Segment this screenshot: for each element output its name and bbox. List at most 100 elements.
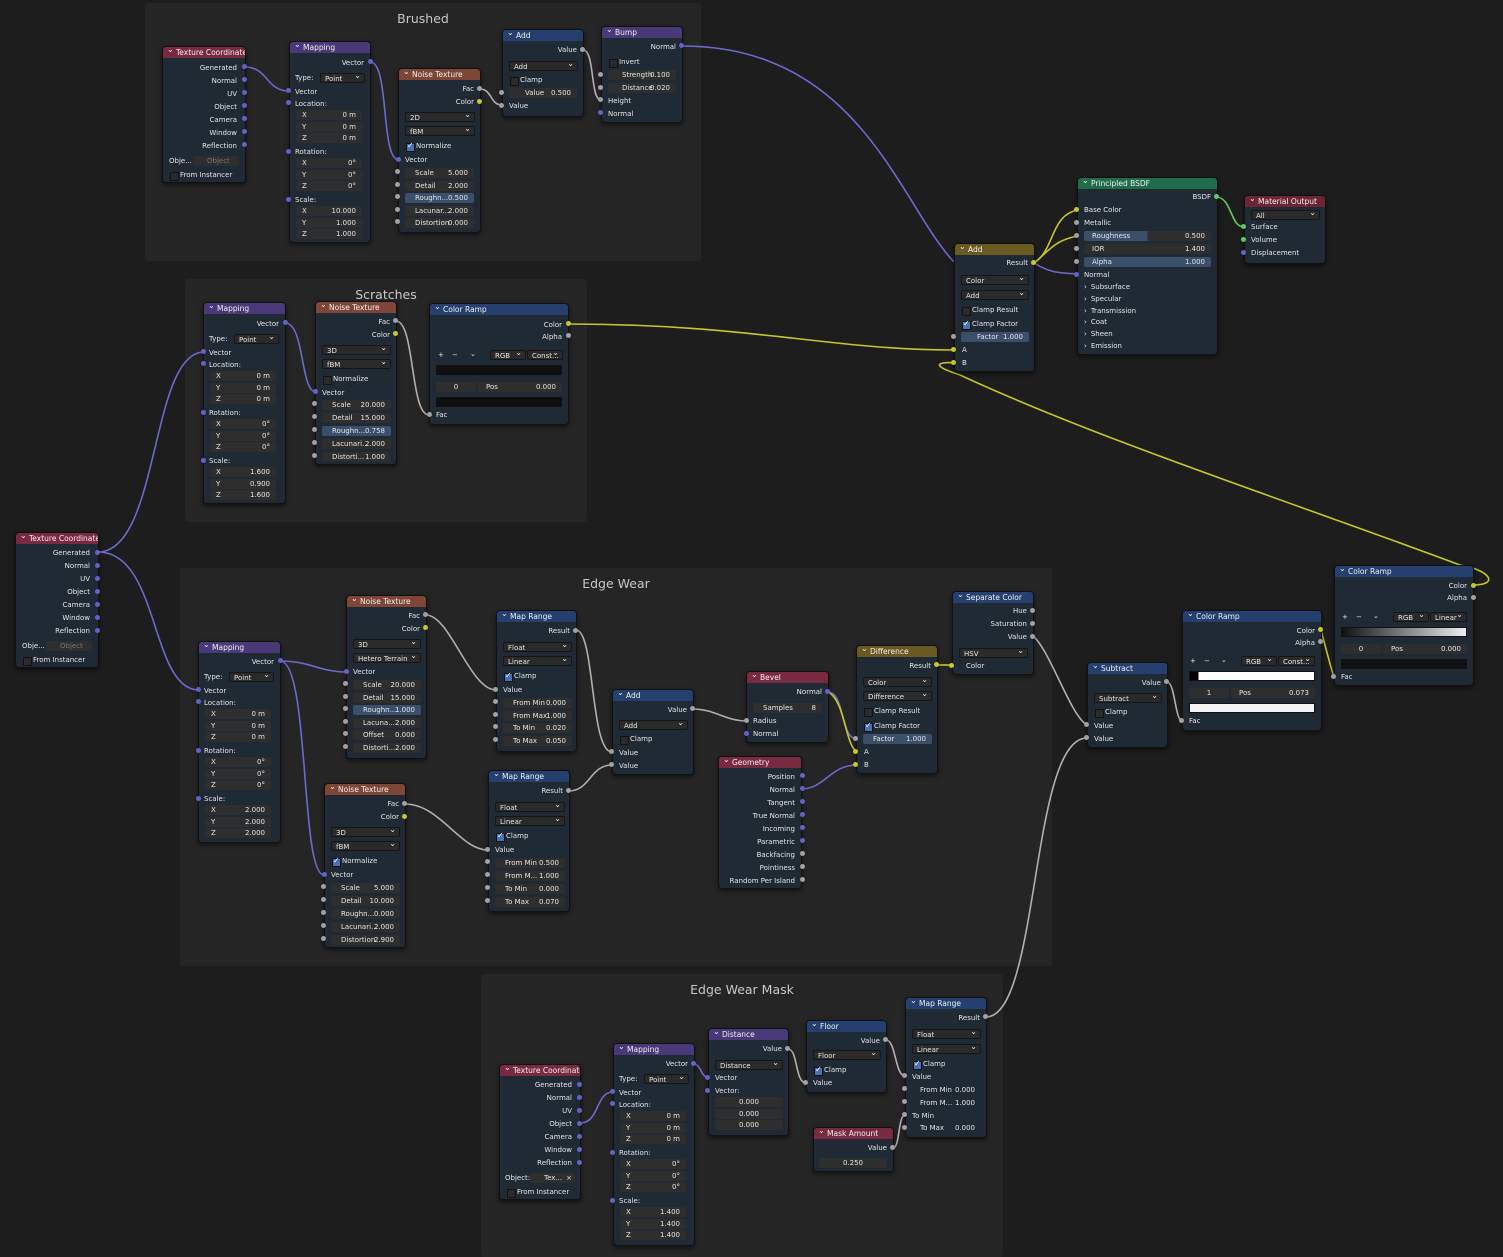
node-header[interactable]: Mapping [199, 642, 280, 653]
socket[interactable] [196, 687, 201, 692]
node-mapping-edge[interactable]: Mapping Vector Type: Point Vector Locati… [198, 641, 281, 843]
input-field-5[interactable]: Distorti...2.000 [353, 743, 421, 753]
node-mix-add[interactable]: Add Result Color Add Clamp Result Clamp … [954, 243, 1035, 372]
socket[interactable] [1241, 237, 1246, 242]
socket[interactable] [853, 749, 858, 754]
socket[interactable] [321, 897, 326, 902]
socket[interactable] [566, 788, 571, 793]
color-ramp-gradient[interactable] [1189, 671, 1315, 681]
socket[interactable] [1030, 621, 1035, 626]
socket[interactable] [825, 689, 830, 694]
panel-transmission[interactable]: ›Transmission [1084, 306, 1136, 316]
socket[interactable] [1471, 583, 1476, 588]
object-picker[interactable]: Object [46, 641, 92, 651]
socket[interactable] [1031, 260, 1036, 265]
socket[interactable] [1030, 634, 1035, 639]
node-texture-coordinate-mask[interactable]: Texture Coordinate Generated Normal UV O… [499, 1064, 581, 1200]
mask-amount-value[interactable]: 0.250 [819, 1158, 887, 1168]
socket[interactable] [1241, 250, 1246, 255]
noise-dimensions-dropdown[interactable]: 2D [405, 110, 475, 122]
normalize-checkbox[interactable] [332, 856, 341, 867]
socket[interactable] [493, 687, 498, 692]
socket[interactable] [485, 847, 490, 852]
clamp-result-checkbox[interactable] [864, 708, 873, 717]
node-header[interactable]: Noise Texture [316, 302, 396, 313]
socket[interactable] [477, 99, 482, 104]
node-noise-texture-scratches[interactable]: Noise Texture Fac Color 3D fBM Normalize… [315, 301, 397, 465]
socket[interactable] [577, 1121, 582, 1126]
data-type-dropdown[interactable]: Float [912, 1027, 981, 1039]
socket[interactable] [705, 1075, 710, 1080]
socket[interactable] [800, 825, 805, 830]
socket[interactable] [1074, 272, 1079, 277]
socket[interactable] [800, 864, 805, 869]
socket[interactable] [705, 1088, 710, 1093]
socket[interactable] [691, 1061, 696, 1066]
panel-subsurface[interactable]: ›Subsurface [1084, 282, 1130, 292]
noise-type-dropdown[interactable]: fBM [405, 124, 475, 136]
node-map-range-edge-2[interactable]: Map Range Result Float Linear Clamp Valu… [488, 770, 570, 912]
socket[interactable] [368, 59, 373, 64]
socket[interactable] [883, 1037, 888, 1042]
socket[interactable] [423, 612, 428, 617]
socket[interactable] [312, 414, 317, 419]
math-operation-dropdown[interactable]: Floor [813, 1048, 881, 1060]
socket[interactable] [577, 1095, 582, 1100]
color-ramp-gradient[interactable] [436, 365, 562, 375]
node-color-ramp-edge[interactable]: Color Ramp Color Alpha + − ⌄ RGB Const..… [1182, 610, 1322, 731]
socket[interactable] [800, 851, 805, 856]
node-header[interactable]: Color Ramp [1335, 566, 1473, 577]
blend-mode-dropdown[interactable]: Difference [863, 689, 932, 701]
input-field-2[interactable]: Roughn...0.758 [322, 426, 391, 436]
input-field-2[interactable]: Roughn...0.000 [331, 909, 400, 919]
socket[interactable] [343, 718, 348, 724]
socket[interactable] [427, 412, 432, 417]
socket[interactable] [95, 563, 100, 568]
socket[interactable] [983, 1014, 988, 1019]
socket[interactable] [610, 1150, 615, 1155]
socket[interactable] [598, 85, 603, 90]
interpolation-dropdown[interactable]: Linear [1430, 610, 1467, 622]
node-header[interactable]: Add [503, 30, 583, 41]
socket[interactable] [201, 410, 206, 415]
socket[interactable] [598, 110, 603, 115]
node-mask-amount[interactable]: Mask Amount Value 0.250 [813, 1127, 894, 1172]
socket[interactable] [485, 898, 490, 903]
socket[interactable] [1074, 233, 1079, 238]
node-noise-texture-edge-1[interactable]: Noise Texture Fac Color 3D Hetero Terrai… [346, 595, 427, 759]
socket[interactable] [312, 440, 317, 445]
input-field-3[interactable]: Lacunar...2.000 [405, 205, 474, 216]
socket[interactable] [286, 149, 291, 154]
interpolation-dropdown[interactable]: Const... [527, 348, 563, 360]
socket[interactable] [95, 628, 100, 633]
node-header[interactable]: Noise Texture [347, 596, 426, 607]
socket[interactable] [1074, 259, 1079, 264]
node-header[interactable]: Map Range [906, 998, 986, 1009]
clamp-result-checkbox[interactable] [962, 307, 971, 316]
math-operation-dropdown[interactable]: Add [509, 59, 578, 71]
input-field-3[interactable]: Lacuna...2.000 [353, 717, 421, 728]
socket[interactable] [690, 706, 695, 711]
socket[interactable] [242, 103, 247, 108]
vector-y[interactable]: 0.000 [715, 1109, 783, 1119]
